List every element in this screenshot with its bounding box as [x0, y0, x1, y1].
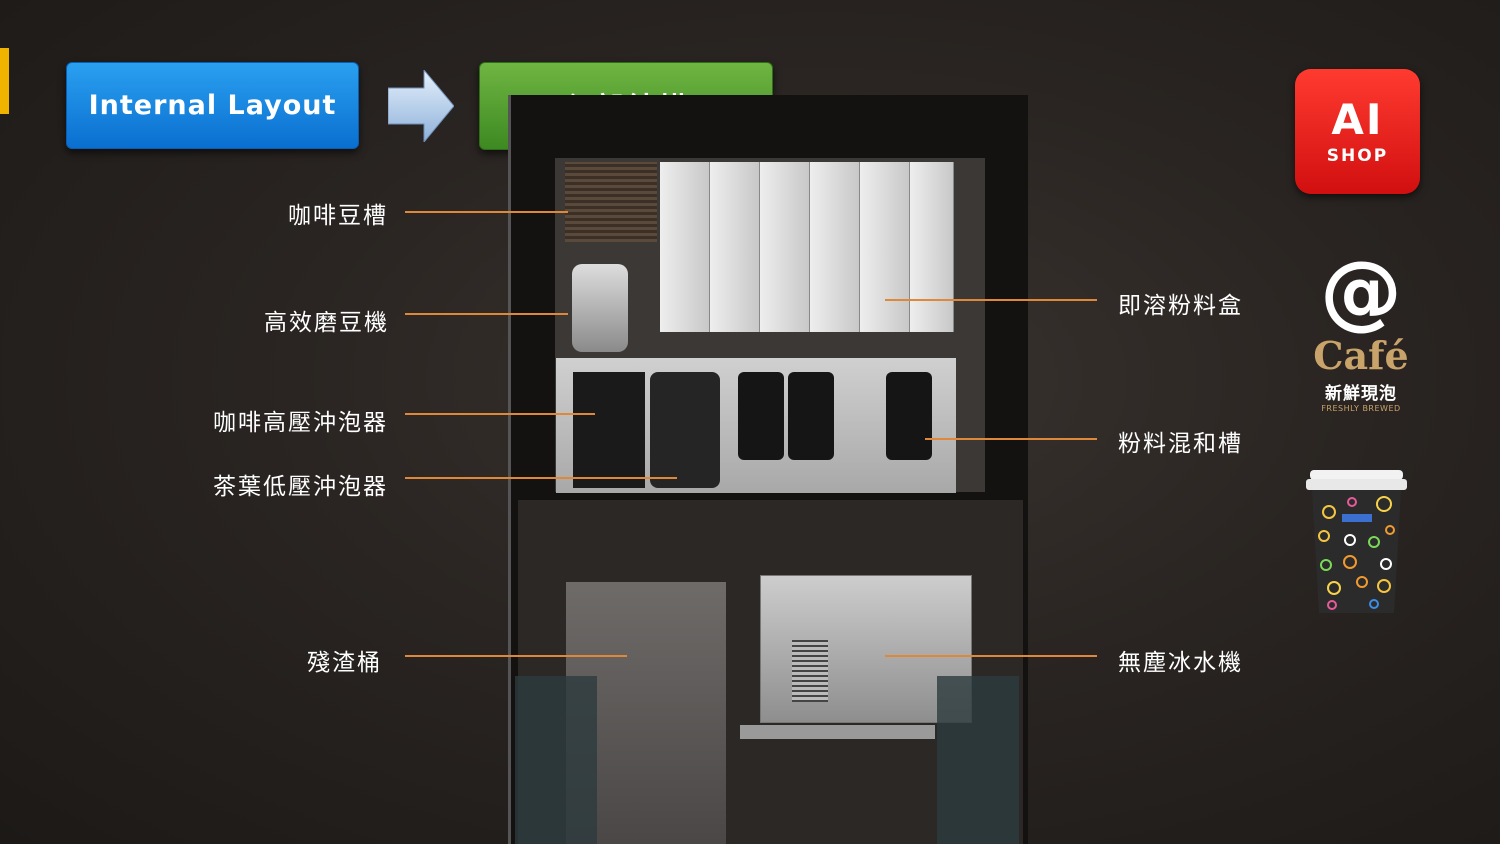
leader-line: [885, 655, 1097, 657]
ai-shop-logo: AI SHOP: [1295, 69, 1420, 194]
leader-line: [405, 477, 677, 479]
ai-shop-logo-big: AI: [1331, 94, 1384, 144]
label-bean-hopper: 咖啡豆槽: [288, 203, 388, 229]
mixing-bowl: [886, 372, 932, 460]
powder-canister: [660, 162, 710, 332]
internal-layout-button: Internal Layout: [66, 62, 359, 149]
leader-line: [405, 211, 568, 213]
leader-line: [405, 655, 627, 657]
label-powder-canister: 即溶粉料盒: [1118, 293, 1243, 319]
tea-brewer: [650, 372, 720, 488]
leader-line: [405, 413, 595, 415]
label-water-chiller: 無塵冰水機: [1118, 650, 1243, 676]
ai-shop-logo-small: SHOP: [1326, 145, 1389, 166]
label-grinder: 高效磨豆機: [264, 310, 389, 336]
coffee-brewer: [573, 372, 645, 488]
mixing-bowl: [788, 372, 834, 460]
accent-bar: [0, 48, 9, 114]
arrow-right-icon: [388, 70, 454, 142]
powder-canister: [910, 162, 954, 332]
label-waste-bin: 殘渣桶: [307, 650, 382, 676]
leader-line: [885, 299, 1097, 301]
powder-canister: [760, 162, 810, 332]
mixing-bowl: [738, 372, 784, 460]
label-mixing-bowl: 粉料混和槽: [1118, 431, 1243, 457]
powder-canister: [810, 162, 860, 332]
cafe-english: FRESHLY BREWED: [1321, 404, 1401, 413]
leader-line: [405, 313, 568, 315]
cafe-word: Café: [1313, 333, 1409, 378]
cafe-logo: @ Café 新鮮現泡 FRESHLY BREWED: [1305, 248, 1417, 423]
coffee-bean-hopper: [565, 162, 657, 242]
coffee-cup-icon: [1306, 470, 1407, 613]
label-tea-brewer: 茶葉低壓沖泡器: [213, 474, 388, 500]
cafe-at-icon: @: [1320, 244, 1402, 339]
powder-canister: [860, 162, 910, 332]
leader-line: [925, 438, 1097, 440]
label-coffee-brewer: 咖啡高壓沖泡器: [213, 410, 388, 436]
grinder: [572, 264, 628, 352]
cafe-chinese: 新鮮現泡: [1325, 384, 1397, 404]
powder-canister: [710, 162, 760, 332]
